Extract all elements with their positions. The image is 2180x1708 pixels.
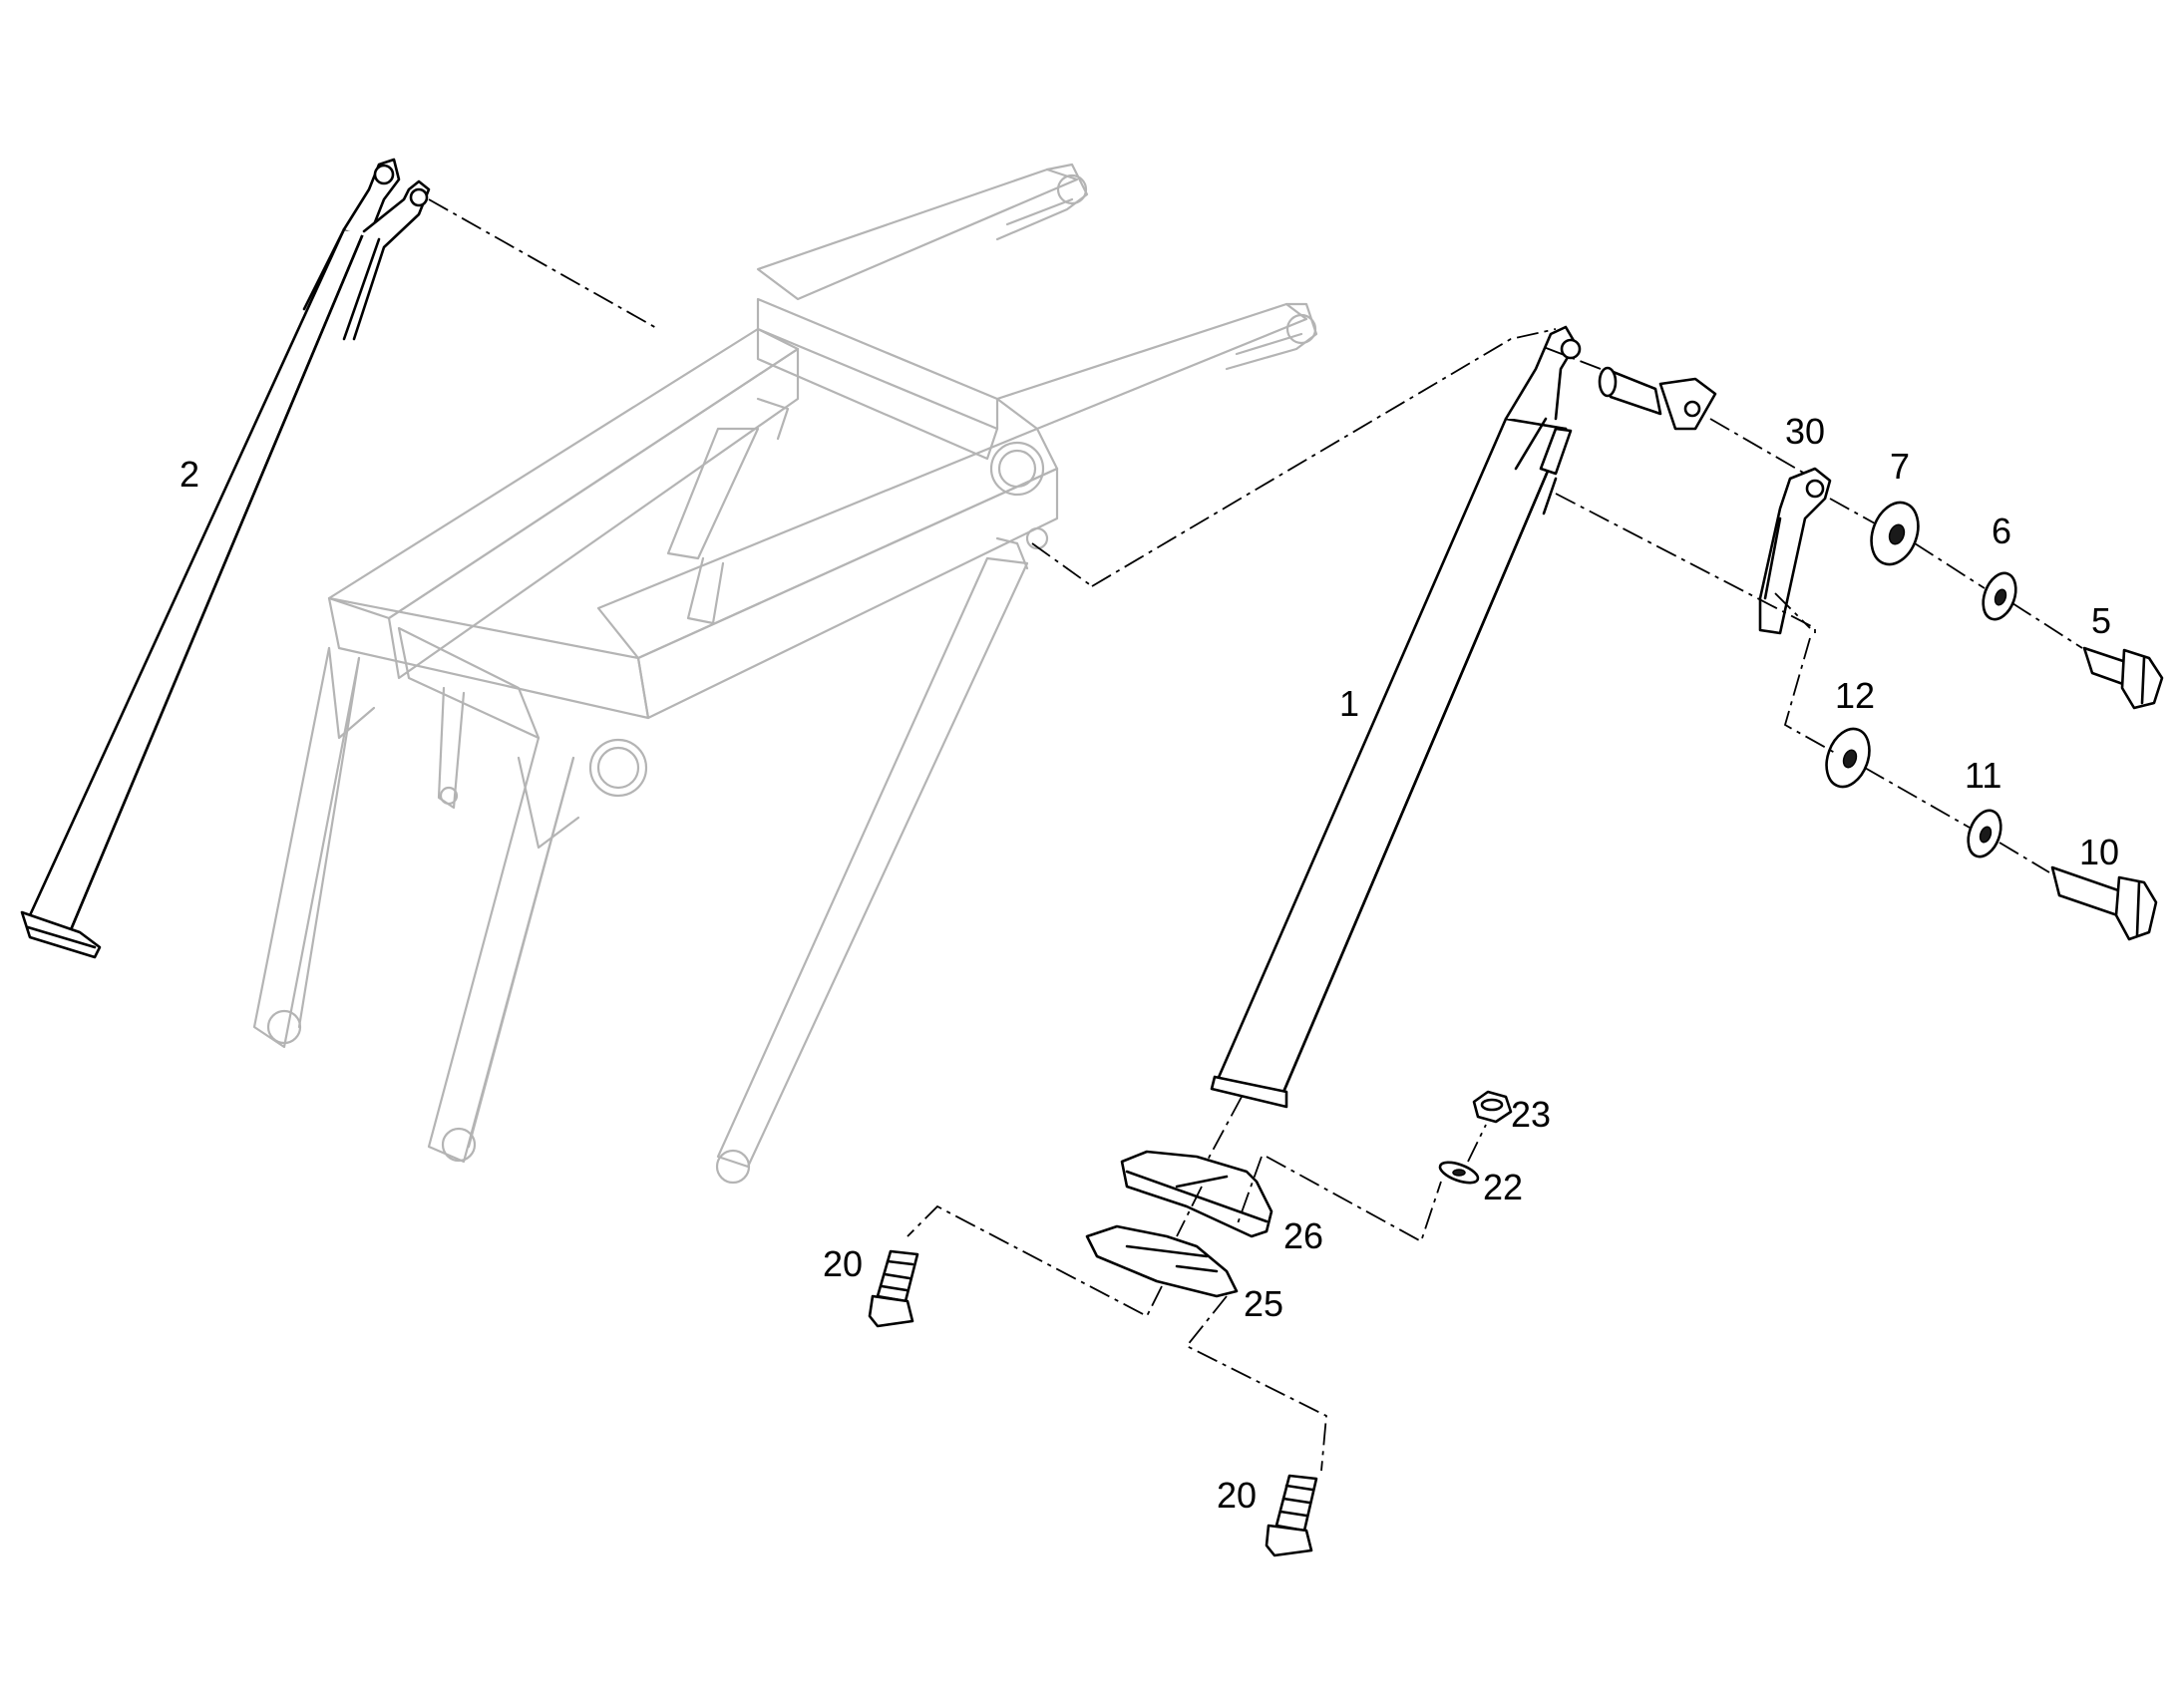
part-7-washer [1870,501,1920,566]
callout-6: 6 [1992,511,2011,551]
part-11-lock-washer [1967,809,2002,858]
callout-25: 25 [1244,1283,1283,1324]
callout-5: 5 [2091,600,2111,641]
part-23-nut [1472,1090,1513,1124]
callout-10: 10 [2079,832,2119,872]
callout-12: 12 [1835,675,1875,716]
callout-30: 30 [1785,411,1825,452]
part-25-plate [1085,1224,1239,1298]
part-10-bolt [2050,865,2158,941]
part-30-bracket [1758,467,1832,635]
part-12-washer [1825,727,1871,789]
callout-20-upper: 20 [823,1243,863,1284]
part-20-bolt-upper [868,1249,919,1328]
part-22-washer [1438,1161,1480,1185]
callout-26: 26 [1283,1215,1323,1256]
pin-plate [1598,366,1717,431]
callout-2: 2 [180,454,199,495]
part-6-lock-washer [1982,571,2017,621]
loader-frame-ghost [252,163,1318,1185]
callout-labels: 1 2 5 6 7 10 11 12 20 20 22 23 25 26 30 [180,411,2119,1516]
part-20-bolt-lower [1265,1474,1318,1557]
callout-7: 7 [1890,446,1910,487]
part-2-strut [20,158,431,959]
part-5-bolt [2082,646,2164,710]
callout-1: 1 [1339,683,1359,724]
part-1-strut [1210,325,1582,1109]
callout-23: 23 [1511,1094,1551,1135]
leader-lines [428,198,2083,1472]
callout-20-lower: 20 [1217,1475,1257,1516]
callout-22: 22 [1483,1167,1523,1207]
callout-11: 11 [1965,755,2001,796]
